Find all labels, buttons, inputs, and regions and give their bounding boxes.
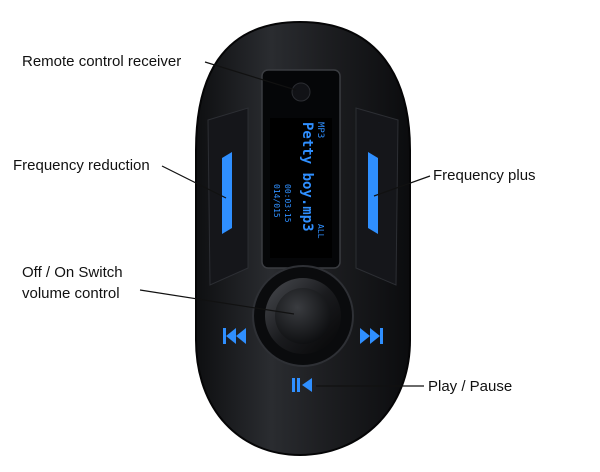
frequency-plus-button[interactable]	[368, 152, 378, 234]
power-switch-label: Off / On Switch	[22, 264, 123, 281]
remote-receiver-label: Remote control receiver	[22, 53, 182, 70]
play-pause-label: Play / Pause	[428, 378, 513, 395]
previous-track-icon[interactable]	[223, 328, 246, 344]
leader-lines	[139, 61, 431, 387]
volume-control-label: volume control	[22, 285, 120, 302]
frequency-reduction-label: Frequency reduction	[13, 157, 150, 174]
next-track-icon[interactable]	[360, 328, 383, 344]
lcd-display: MP3 Petty boy.mp3 00:03:15 014/015 ALL	[270, 118, 332, 258]
lcd-track-counter: 014/015	[272, 184, 281, 218]
lcd-mode-tag: ALL	[316, 224, 325, 239]
lcd-format-tag: MP3	[315, 122, 325, 138]
remote-receiver-window	[291, 82, 311, 102]
play-pause-icon[interactable]	[292, 378, 312, 392]
frequency-plus-label: Frequency plus	[433, 167, 536, 184]
lcd-time: 00:03:15	[283, 184, 292, 223]
lcd-song-title: Petty boy.mp3	[299, 122, 315, 232]
frequency-reduction-button[interactable]	[222, 152, 232, 234]
